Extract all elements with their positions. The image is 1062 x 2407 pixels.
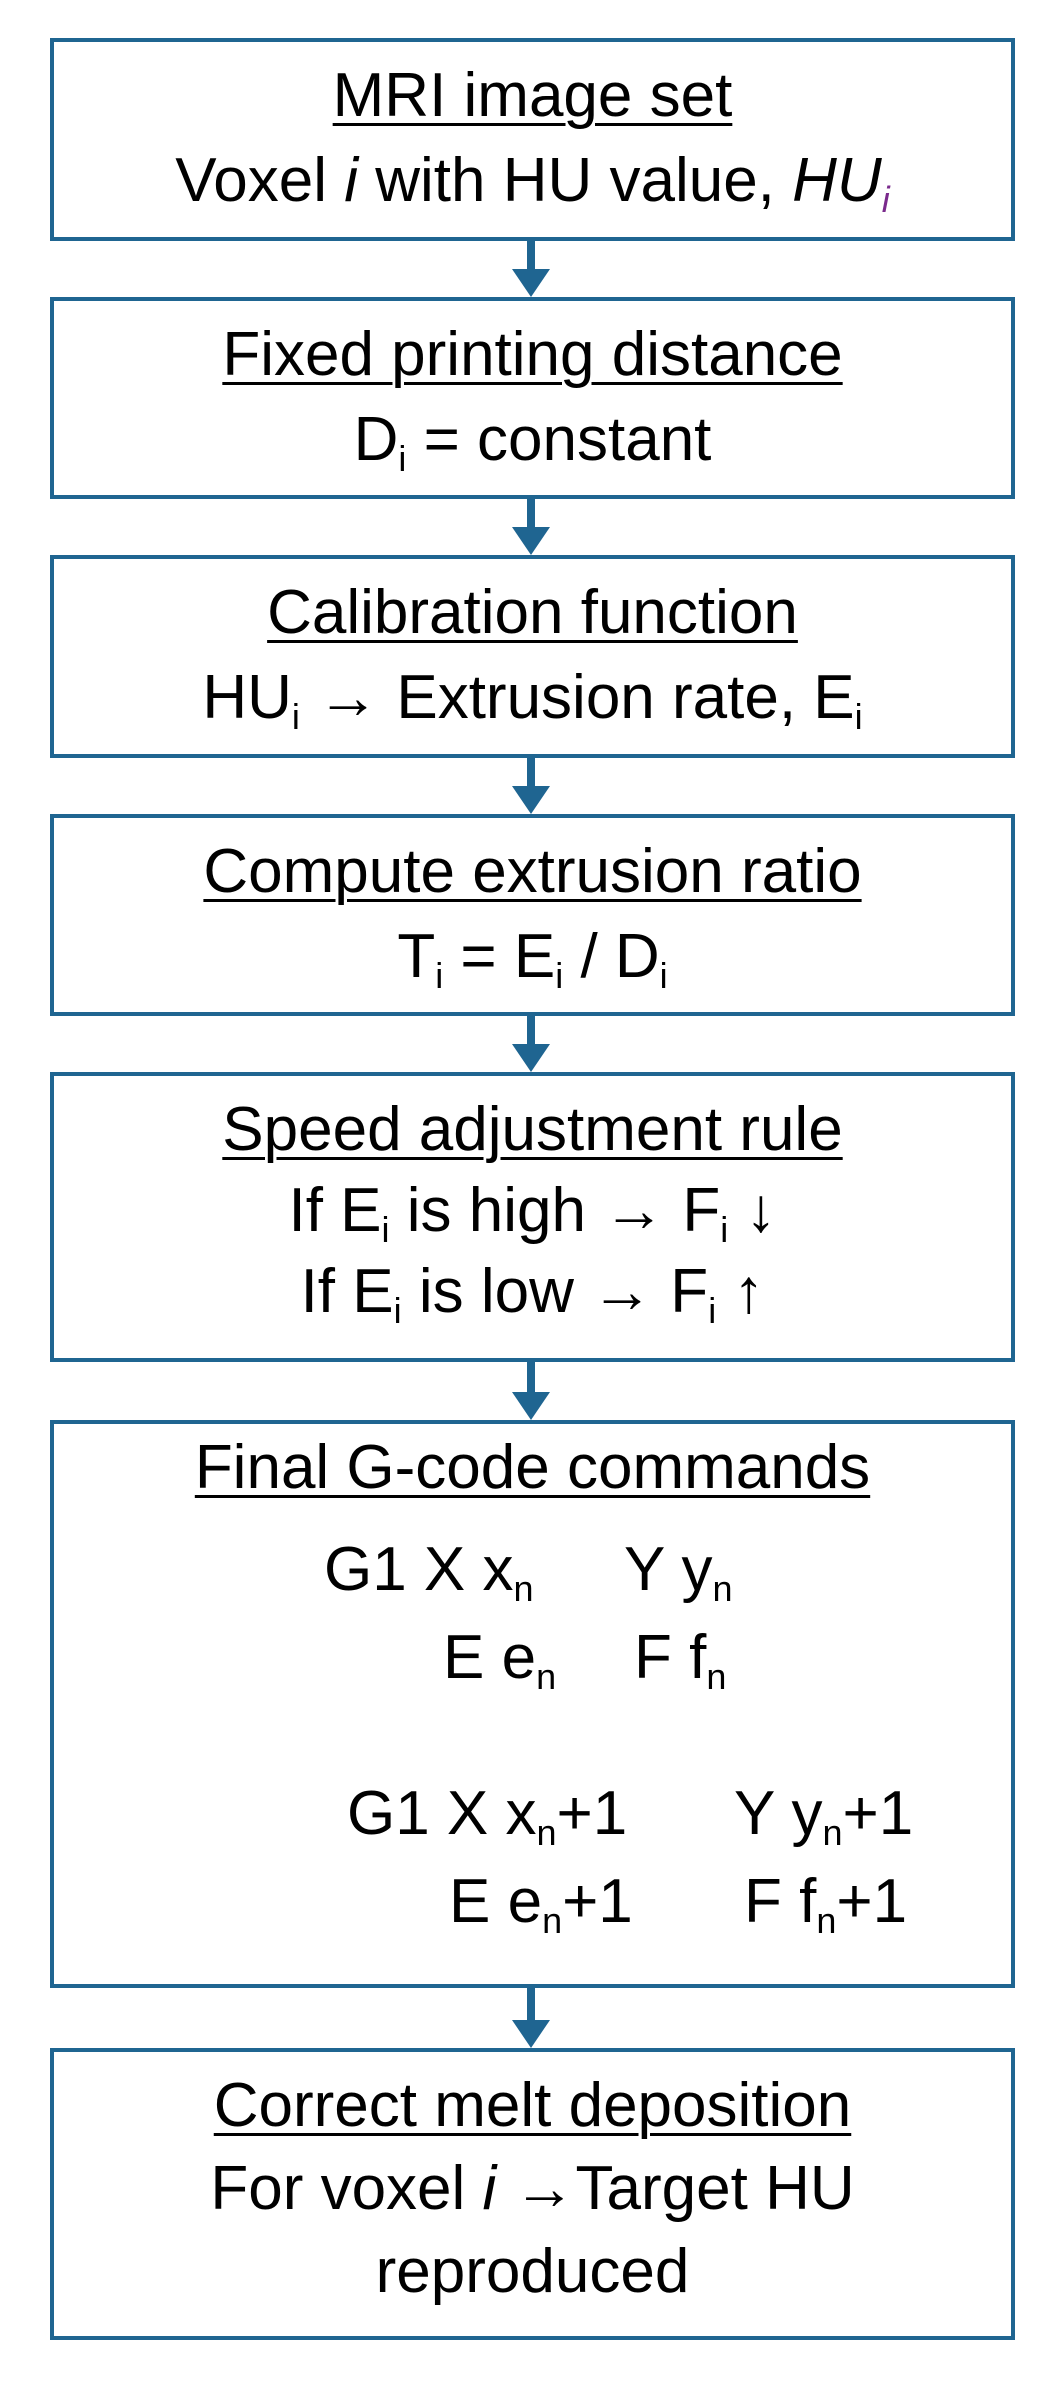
- step-text: Voxel i with HU value, HUi: [175, 146, 890, 220]
- step-title: Speed adjustment rule: [222, 1095, 843, 1164]
- flow-arrow: [512, 758, 550, 814]
- gcode-line-2b: F fn: [634, 1623, 727, 1697]
- gcode-line-3b: Y yn+1: [734, 1779, 914, 1853]
- step-final-gcode-commands: Final G-code commands G1 X xn Y yn E en …: [50, 1420, 1015, 1988]
- step-text: Di = constant: [353, 405, 712, 479]
- step-text: Ti = Ei / Di: [397, 922, 668, 996]
- gcode-line-4a: E en+1: [449, 1867, 633, 1941]
- flow-arrow: [512, 241, 550, 297]
- gcode-line-1b: Y yn: [624, 1535, 733, 1609]
- step-text: For voxel i →Target HU: [210, 2154, 855, 2223]
- flow-arrow: [512, 1362, 550, 1420]
- flow-arrow: [512, 1988, 550, 2048]
- step-fixed-printing-distance: Fixed printing distance Di = constant: [50, 297, 1015, 499]
- step-speed-adjustment-rule: Speed adjustment rule If Ei is high → Fi…: [50, 1072, 1015, 1362]
- step-title: Calibration function: [267, 578, 798, 647]
- step-title: Fixed printing distance: [222, 320, 843, 389]
- flow-arrow: [512, 499, 550, 555]
- step-title: Correct melt deposition: [213, 2071, 852, 2140]
- step-calibration-function: Calibration function HUi → Extrusion rat…: [50, 555, 1015, 758]
- rule-high: If Ei is high → Fi ↓: [288, 1176, 777, 1250]
- step-title: Compute extrusion ratio: [203, 837, 862, 906]
- step-title: Final G-code commands: [194, 1433, 871, 1502]
- step-text-2: reproduced: [375, 2237, 690, 2306]
- flow-arrow: [512, 1016, 550, 1072]
- gcode-line-3a: G1 X xn+1: [347, 1779, 628, 1853]
- step-compute-extrusion-ratio: Compute extrusion ratio Ti = Ei / Di: [50, 814, 1015, 1016]
- gcode-line-4b: F fn+1: [744, 1867, 908, 1941]
- step-correct-melt-deposition: Correct melt deposition For voxel i →Tar…: [50, 2048, 1015, 2340]
- rule-low: If Ei is low → Fi ↑: [300, 1257, 765, 1331]
- step-text: HUi → Extrusion rate, Ei: [202, 663, 863, 737]
- step-title: MRI image set: [332, 61, 733, 130]
- gcode-line-1a: G1 X xn: [324, 1535, 534, 1609]
- gcode-line-2a: E en: [443, 1623, 557, 1697]
- step-mri-image-set: MRI image set Voxel i with HU value, HUi: [50, 38, 1015, 241]
